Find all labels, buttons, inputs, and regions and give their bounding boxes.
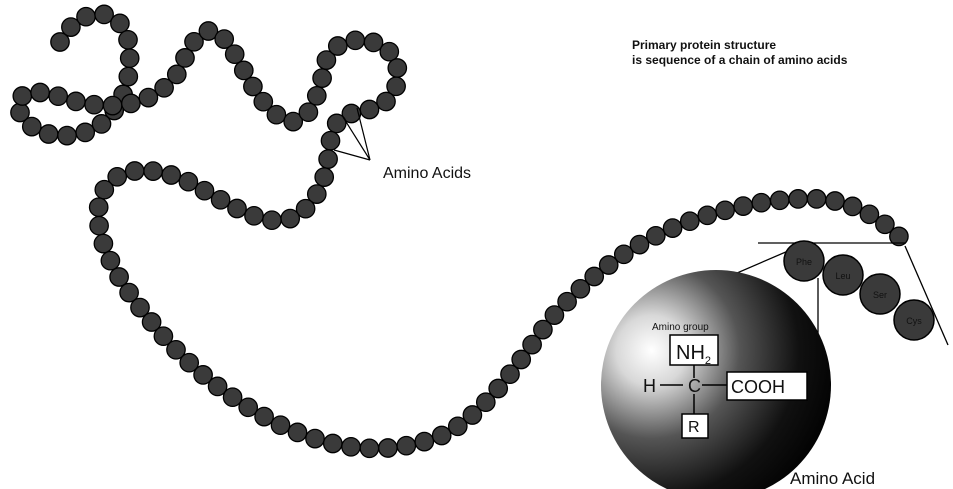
- amino-acid-bead-59: [211, 191, 229, 209]
- amino-acid-bead-52: [315, 168, 333, 186]
- amino-acid-bead-26: [176, 49, 194, 67]
- amino-acid-bead-60: [195, 182, 213, 200]
- amino-acid-bead-91: [415, 432, 433, 450]
- amino-acid-bead-51: [319, 150, 337, 168]
- residue-label-ser: Ser: [873, 290, 887, 300]
- amino-acid-bead-115: [771, 191, 789, 209]
- alpha-carbon: C: [688, 376, 701, 396]
- amino-acid-bead-58: [228, 199, 246, 217]
- amino-acid-bead-68: [90, 217, 108, 235]
- amino-acid-bead-13: [39, 125, 57, 143]
- amino-acid-bead-90: [397, 437, 415, 455]
- amino-acid-bead-119: [843, 197, 861, 215]
- amino-acid-bead-40: [329, 37, 347, 55]
- amino-acid-bead-84: [288, 423, 306, 441]
- amino-acid-bead-55: [281, 209, 299, 227]
- amino-acid-bead-20: [85, 96, 103, 114]
- amino-acid-bead-107: [630, 235, 648, 253]
- amino-acid-bead-36: [299, 103, 317, 121]
- amino-acid-bead-89: [379, 439, 397, 457]
- residue-label-phe: Phe: [796, 257, 812, 267]
- amino-acid-bead-57: [245, 207, 263, 225]
- amino-acid-bead-86: [324, 434, 342, 452]
- amino-acid-bead-37: [308, 87, 326, 105]
- amino-acid-bead-19: [67, 92, 85, 110]
- amino-acid-bead-88: [360, 439, 378, 457]
- amino-acid-bead-4: [111, 14, 129, 32]
- amino-acid-bead-108: [647, 227, 665, 245]
- amino-acid-bead-70: [101, 252, 119, 270]
- amino-acid-bead-2: [77, 8, 95, 26]
- amino-acid-bead-16: [13, 87, 31, 105]
- amino-acid-bead-23: [139, 88, 157, 106]
- amino-acid-bead-11: [76, 123, 94, 141]
- cooh-group: COOH: [731, 377, 785, 397]
- amino-acid-bead-22: [122, 94, 140, 112]
- amino-acid-bead-7: [119, 67, 137, 85]
- amino-acid-bead-109: [663, 219, 681, 237]
- residue-label-cys: Cys: [906, 316, 922, 326]
- amino-acid-bead-34: [267, 106, 285, 124]
- amino-acid-bead-92: [433, 426, 451, 444]
- amino-group-label: Amino group: [652, 322, 709, 333]
- amino-acid-bead-10: [92, 115, 110, 133]
- amino-acid-bead-110: [681, 212, 699, 230]
- amino-acids-label: Amino Acids: [383, 165, 471, 182]
- amino-acid-bead-30: [226, 45, 244, 63]
- amino-acid-bead-116: [789, 190, 807, 208]
- amino-acid-bead-15: [11, 103, 29, 121]
- amino-acid-bead-6: [121, 49, 139, 67]
- amino-acid-bead-5: [119, 31, 137, 49]
- amino-acid-label: Amino Acid: [790, 469, 875, 488]
- amino-acid-bead-83: [271, 416, 289, 434]
- amino-acid-bead-46: [377, 92, 395, 110]
- amino-acid-bead-31: [235, 61, 253, 79]
- amino-acid-bead-64: [126, 162, 144, 180]
- amino-acid-bead-67: [90, 198, 108, 216]
- amino-acid-bead-87: [342, 438, 360, 456]
- amino-acid-bead-21: [103, 96, 121, 114]
- amino-acid-bead-47: [360, 100, 378, 118]
- amino-acid-bead-81: [239, 398, 257, 416]
- r-group: R: [688, 419, 700, 436]
- amino-acid-bead-41: [346, 31, 364, 49]
- amino-acid-bead-44: [388, 59, 406, 77]
- amino-acid-bead-17: [31, 83, 49, 101]
- amino-acid-bead-111: [698, 206, 716, 224]
- amino-acid-bead-25: [168, 65, 186, 83]
- amino-acid-bead-80: [223, 388, 241, 406]
- residue-label-leu: Leu: [835, 271, 850, 281]
- amino-acid-bead-117: [807, 190, 825, 208]
- amino-acid-bead-85: [306, 429, 324, 447]
- amino-acid-bead-38: [313, 69, 331, 87]
- amino-acid-bead-69: [94, 234, 112, 252]
- amino-acid-bead-113: [734, 197, 752, 215]
- amino-acid-bead-18: [49, 87, 67, 105]
- amino-acid-bead-12: [58, 126, 76, 144]
- amino-acid-bead-56: [263, 211, 281, 229]
- h-atom: H: [643, 376, 656, 396]
- amino-acid-bead-118: [826, 192, 844, 210]
- amino-acid-bead-112: [716, 201, 734, 219]
- amino-acid-bead-114: [752, 194, 770, 212]
- amino-acid-bead-82: [255, 407, 273, 425]
- amino-acid-bead-43: [380, 43, 398, 61]
- amino-acid-bead-61: [179, 173, 197, 191]
- amino-acid-bead-63: [144, 162, 162, 180]
- amino-acid-bead-50: [321, 132, 339, 150]
- amino-acid-bead-62: [162, 166, 180, 184]
- amino-acid-bead-66: [95, 181, 113, 199]
